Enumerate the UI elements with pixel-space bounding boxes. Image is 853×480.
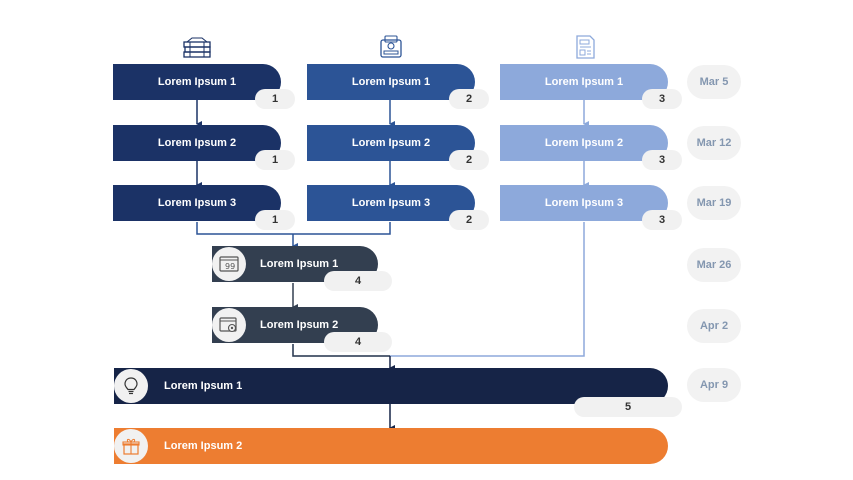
step-label: Lorem Ipsum 3 (544, 197, 624, 209)
browser-gear-icon (212, 308, 246, 342)
final-step2-bar[interactable]: Lorem Ipsum 2 (114, 428, 668, 464)
wallet-icon (380, 35, 402, 58)
col2-step1-pill[interactable]: Lorem Ipsum 1 (307, 64, 475, 100)
step-label: Lorem Ipsum 1 (164, 380, 243, 392)
document-icon (576, 35, 595, 59)
svg-text:99: 99 (225, 262, 235, 271)
quote-window-icon: 99 (212, 247, 246, 281)
step-label: Lorem Ipsum 2 (164, 440, 243, 452)
col3-step2-pill[interactable]: Lorem Ipsum 2 (500, 125, 668, 161)
date-label: Mar 19 (687, 186, 741, 220)
step-number-badge: 2 (449, 89, 489, 109)
step-number-badge: 3 (642, 210, 682, 230)
step-label: Lorem Ipsum 2 (157, 137, 237, 149)
step-label: Lorem Ipsum 3 (157, 197, 237, 209)
step-label: Lorem Ipsum 3 (351, 197, 431, 209)
step-number-badge: 3 (642, 89, 682, 109)
step-number-badge: 1 (255, 210, 295, 230)
step-number-badge: 1 (255, 89, 295, 109)
step-label: Lorem Ipsum 2 (544, 137, 624, 149)
col3-step1-pill[interactable]: Lorem Ipsum 1 (500, 64, 668, 100)
date-label: Mar 26 (687, 248, 741, 282)
col2-step3-pill[interactable]: Lorem Ipsum 3 (307, 185, 475, 221)
step-label: Lorem Ipsum 1 (260, 258, 339, 270)
step-number-badge: 3 (642, 150, 682, 170)
date-label: Mar 12 (687, 126, 741, 160)
step-label: Lorem Ipsum 1 (157, 76, 237, 88)
step-number-badge: 1 (255, 150, 295, 170)
step-number-badge: 4 (324, 271, 392, 291)
col1-step3-pill[interactable]: Lorem Ipsum 3 (113, 185, 281, 221)
step-number-badge: 5 (574, 397, 682, 417)
step-number-badge: 2 (449, 210, 489, 230)
col2-step2-pill[interactable]: Lorem Ipsum 2 (307, 125, 475, 161)
col1-step2-pill[interactable]: Lorem Ipsum 2 (113, 125, 281, 161)
step-label: Lorem Ipsum 2 (351, 137, 431, 149)
step-label: Lorem Ipsum 2 (260, 319, 339, 331)
step-label: Lorem Ipsum 1 (544, 76, 624, 88)
gift-box-icon (114, 429, 148, 463)
date-label: Apr 9 (687, 368, 741, 402)
step-number-badge: 2 (449, 150, 489, 170)
date-label: Mar 5 (687, 65, 741, 99)
col3-step3-pill[interactable]: Lorem Ipsum 3 (500, 185, 668, 221)
step-label: Lorem Ipsum 1 (351, 76, 431, 88)
books-icon (183, 37, 211, 58)
step-number-badge: 4 (324, 332, 392, 352)
lightbulb-icon (114, 369, 148, 403)
final-step1-bar[interactable]: Lorem Ipsum 1 (114, 368, 668, 404)
col1-step1-pill[interactable]: Lorem Ipsum 1 (113, 64, 281, 100)
date-label: Apr 2 (687, 309, 741, 343)
